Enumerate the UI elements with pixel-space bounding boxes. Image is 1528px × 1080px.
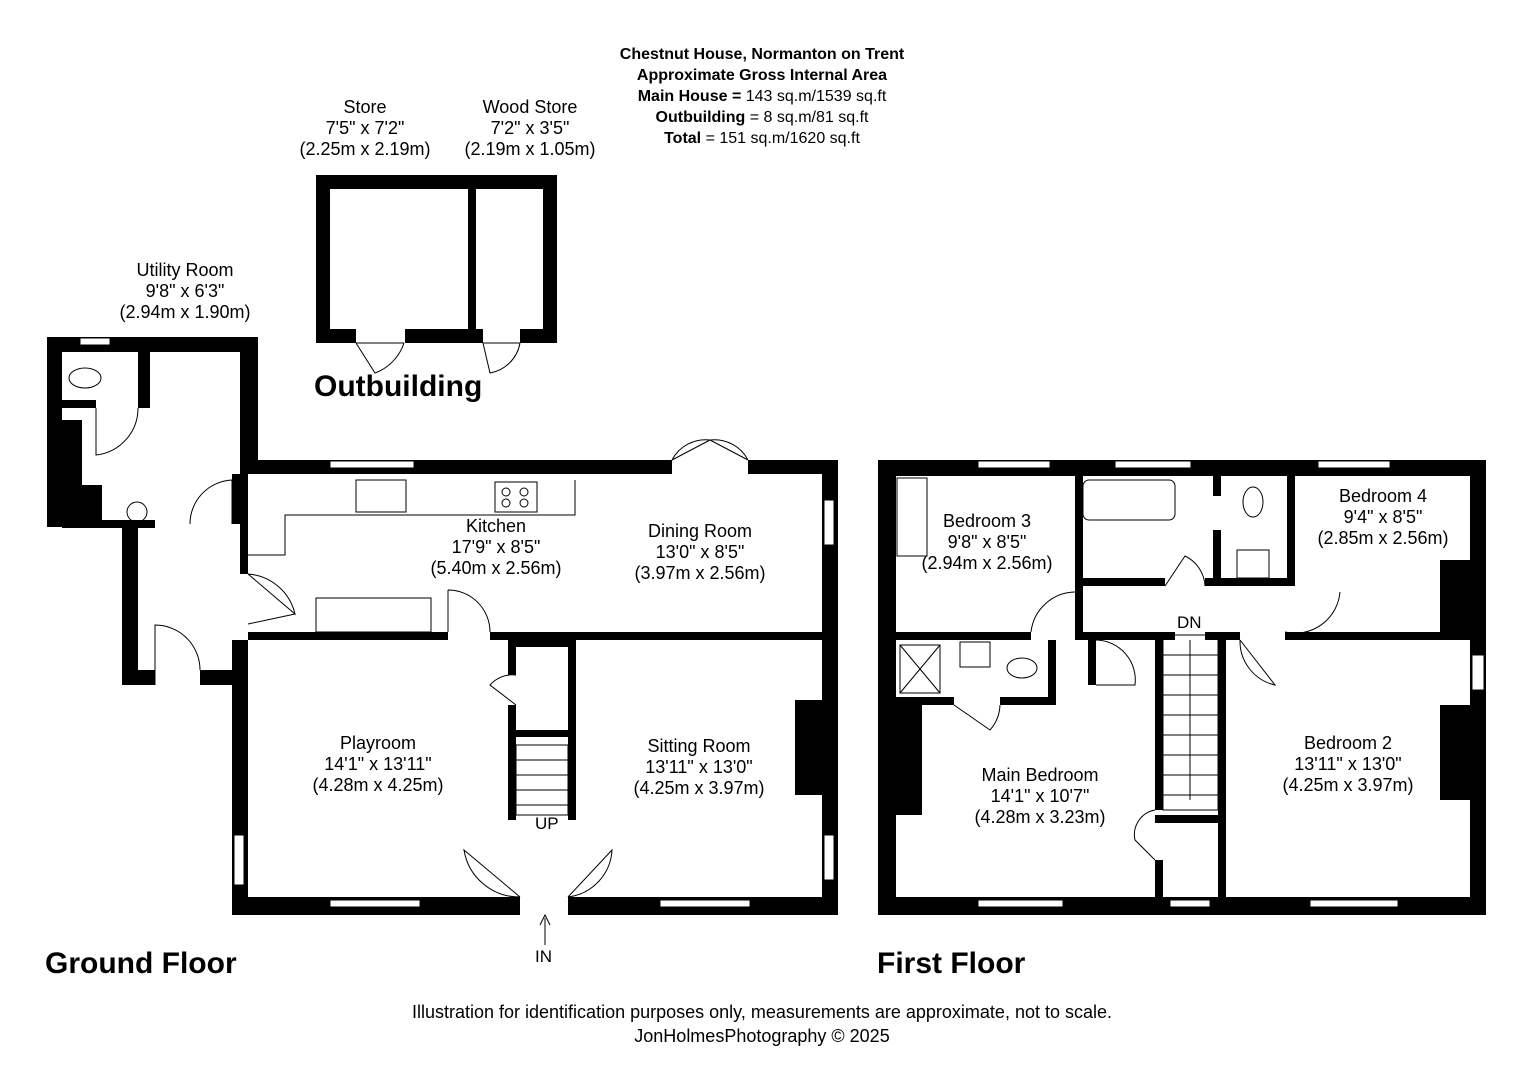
room-label-line: (2.94m x 1.90m) (119, 302, 251, 322)
room-label-line: (2.94m x 2.56m) (921, 553, 1053, 573)
basin-icon (1236, 549, 1270, 579)
walls (47, 175, 1486, 915)
room-label-line: 9'8" x 6'3" (145, 281, 225, 301)
room-label-line: Dining Room (647, 521, 753, 541)
first-floor-title: First Floor (877, 947, 1026, 980)
entrance-label: IN (535, 947, 552, 966)
basin-icon-2 (959, 641, 991, 668)
fixtures (68, 367, 1270, 816)
outbuilding-value: = 8 sq.m/81 sq.ft (749, 109, 869, 126)
door-swings (95, 342, 1341, 898)
stairs-down-label: DN (1177, 613, 1202, 632)
room-label-line: (4.25m x 3.97m) (633, 778, 765, 798)
room-label-line: Sitting Room (647, 736, 751, 756)
room-label-line: (3.97m x 2.56m) (634, 563, 766, 583)
room-label-line: (4.25m x 3.97m) (1282, 775, 1414, 795)
stairs-up-label: UP (535, 814, 559, 833)
bath-icon (1082, 479, 1176, 521)
room-label-line: 14'1" x 10'7" (990, 786, 1090, 806)
room-label-line: Kitchen (465, 516, 527, 536)
room-label-line: Bedroom 4 (1338, 486, 1428, 506)
disclaimer: Illustration for identification purposes… (411, 1002, 1113, 1022)
outbuilding-label: Outbuilding (655, 109, 746, 126)
room-label-line: Bedroom 3 (942, 511, 1032, 531)
room-label-line: 9'4" x 8'5" (1343, 507, 1423, 527)
area-subtitle: Approximate Gross Internal Area (636, 67, 888, 84)
main-house-value: 143 sq.m/1539 sq.ft (745, 88, 887, 105)
basin-icon-3 (126, 501, 148, 523)
toilet-icon (1242, 486, 1264, 518)
room-label-line: 13'11" x 13'0" (645, 757, 753, 777)
property-title: Chestnut House, Normanton on Trent (619, 46, 905, 63)
room-label-line: 14'1" x 13'11" (324, 754, 432, 774)
outbuilding-title: Outbuilding (314, 370, 483, 403)
room-label-line: Utility Room (136, 260, 234, 280)
room-label-line: (2.25m x 2.19m) (299, 139, 431, 159)
toilet-icon-3 (68, 367, 102, 389)
room-label-line: Main Bedroom (981, 765, 1099, 785)
room-label-line: (5.40m x 2.56m) (430, 558, 562, 578)
windows (79, 337, 1485, 908)
footer: Illustration for identification purposes… (412, 1000, 1112, 1048)
total-value: = 151 sq.m/1620 sq.ft (705, 130, 860, 147)
room-label-line: 9'8" x 8'5" (947, 532, 1027, 552)
room-label-line: (2.19m x 1.05m) (464, 139, 596, 159)
main-house-label: Main House = (637, 88, 742, 105)
room-label-line: 17'9" x 8'5" (451, 537, 541, 557)
room-label-line: 13'0" x 8'5" (655, 542, 745, 562)
room-label-line: (4.28m x 4.25m) (312, 775, 444, 795)
room-label-line: Store (343, 97, 387, 117)
sink-icon (355, 479, 407, 513)
shower-icon (899, 644, 941, 694)
room-label-line: Playroom (339, 733, 417, 753)
credit: JonHolmesPhotography © 2025 (634, 1026, 890, 1046)
hob-icon (494, 481, 538, 513)
room-label-line: 13'11" x 13'0" (1294, 754, 1402, 774)
ground-floor-title: Ground Floor (45, 947, 237, 980)
room-label-line: 7'2" x 3'5" (490, 118, 570, 138)
toilet-icon-2 (1006, 657, 1038, 679)
total-label: Total (664, 130, 702, 147)
room-label-line: Bedroom 2 (1303, 733, 1393, 753)
room-label-line: (2.85m x 2.56m) (1317, 528, 1449, 548)
room-label-line: (4.28m x 3.23m) (974, 807, 1106, 827)
room-label-line: Wood Store (482, 97, 578, 117)
area-summary: Chestnut House, Normanton on Trent Appro… (620, 44, 904, 149)
room-label-line: 7'5" x 7'2" (325, 118, 405, 138)
